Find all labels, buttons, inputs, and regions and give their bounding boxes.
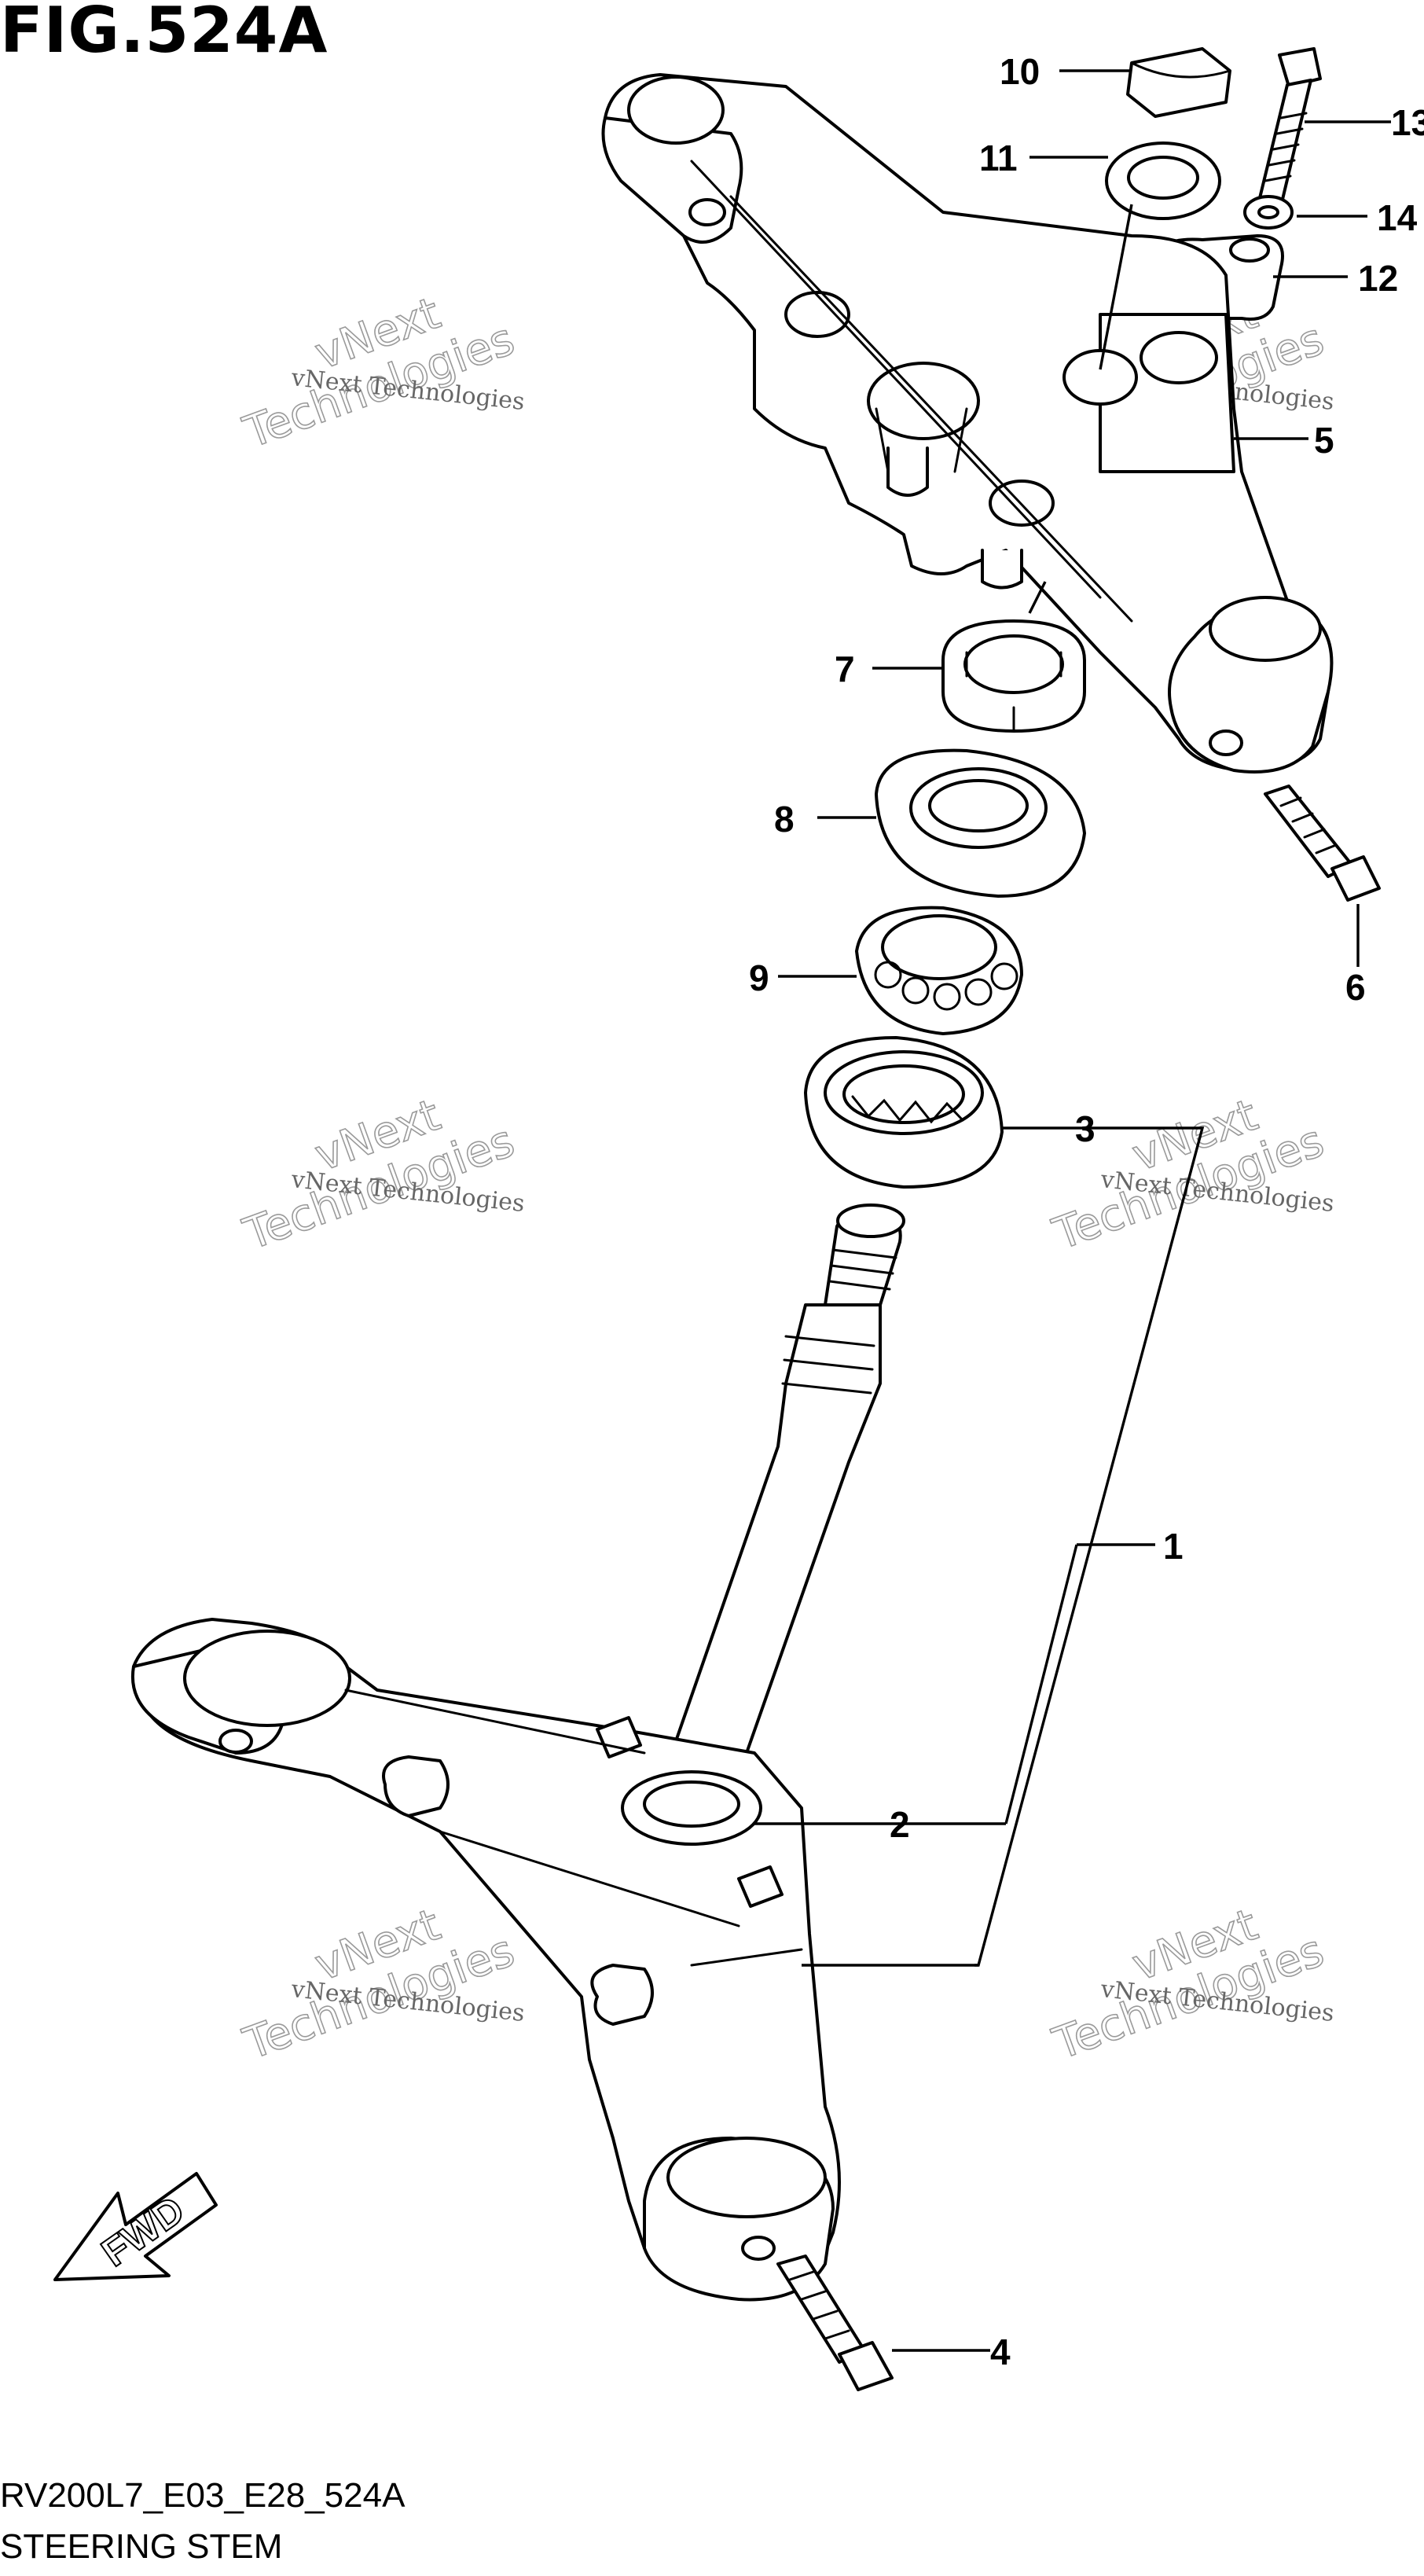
callout-10: 10 [1000, 51, 1040, 92]
part-11-washer [1105, 141, 1221, 220]
part-6-bolt [1264, 785, 1381, 902]
part-1-steering-stem [130, 1203, 905, 2302]
watermark-top-left: vNext Technologies vNext Technologies [237, 287, 526, 459]
callout-1: 1 [1163, 1526, 1184, 1567]
part-10-cap-nut [1126, 47, 1231, 118]
leader-lines [754, 69, 1391, 2352]
callout-14: 14 [1377, 197, 1418, 238]
watermark-bottom-left: vNext Technologies vNext Technologies [237, 1898, 526, 2071]
callout-4: 4 [990, 2332, 1011, 2372]
part-3-bearing-race [804, 1036, 1004, 1189]
fwd-arrow-icon: FWD [53, 2172, 218, 2281]
callout-9: 9 [749, 957, 769, 998]
part-4-bolt [776, 2254, 894, 2391]
part-8-dust-seal [875, 748, 1086, 898]
watermark-mid-left: vNext Technologies vNext Technologies [237, 1089, 526, 1261]
watermark-bottom-right: vNext Technologies vNext Technologies [1046, 1898, 1335, 2071]
callout-3: 3 [1075, 1108, 1096, 1149]
callout-8: 8 [774, 799, 795, 840]
callout-7: 7 [835, 649, 855, 689]
callouts: 10 11 13 14 12 5 7 8 9 3 1 2 6 4 [749, 51, 1424, 2372]
callout-12: 12 [1358, 258, 1398, 299]
callout-11: 11 [979, 138, 1018, 178]
part-13-bolt [1257, 47, 1322, 208]
callout-5: 5 [1314, 420, 1334, 461]
callout-2: 2 [890, 1804, 910, 1845]
part-9-bearing [855, 906, 1023, 1035]
part-7-stem-nut [941, 619, 1086, 733]
figure-title: FIG.524A [0, 0, 328, 67]
part-5-upper-bracket [601, 73, 1334, 774]
figure-name: STEERING STEM [0, 2527, 283, 2566]
callout-13: 13 [1391, 102, 1424, 143]
callout-6: 6 [1345, 967, 1366, 1008]
part-14-lock-washer [1243, 195, 1294, 230]
figure-code: RV200L7_E03_E28_524A [0, 2476, 406, 2515]
